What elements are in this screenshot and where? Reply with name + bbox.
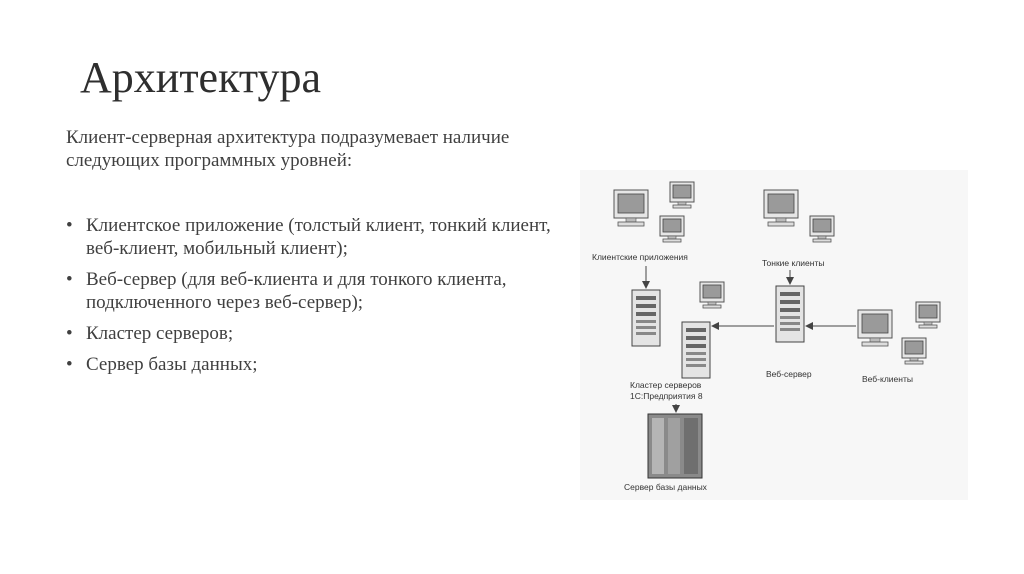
label-db-server: Сервер базы данных <box>624 482 708 492</box>
label-cluster-line2: 1С:Предприятия 8 <box>630 391 703 401</box>
monitor-icon <box>659 215 685 243</box>
architecture-diagram: Клиентские приложения Тонкие клиенты Веб… <box>580 170 968 500</box>
bullet-web-server: Веб-сервер (для веб-клиента и для тонког… <box>66 268 576 314</box>
server-tower-icon <box>681 321 711 379</box>
label-cluster-line1: Кластер серверов <box>630 380 702 390</box>
server-tower-icon <box>775 285 805 343</box>
monitor-icon <box>763 189 799 227</box>
architecture-diagram-svg: Клиентские приложения Тонкие клиенты Веб… <box>592 181 941 492</box>
web-client-monitors <box>857 301 941 365</box>
client-app-monitors <box>613 181 695 243</box>
label-thin-clients: Тонкие клиенты <box>762 258 824 268</box>
bullet-list: Клиентское приложение (толстый клиент, т… <box>66 214 576 384</box>
server-tower-icon <box>631 289 661 347</box>
bullet-server-cluster: Кластер серверов; <box>66 322 576 345</box>
bullet-client-app: Клиентское приложение (толстый клиент, т… <box>66 214 576 260</box>
monitor-icon <box>809 215 835 243</box>
monitor-icon <box>613 189 649 227</box>
intro-text: Клиент-серверная архитектура подразумева… <box>66 127 510 171</box>
label-web-clients: Веб-клиенты <box>862 374 913 384</box>
label-client-apps: Клиентские приложения <box>592 252 688 262</box>
slide-title: Архитектура <box>80 53 322 102</box>
server-cluster <box>631 281 725 379</box>
thin-client-monitors <box>763 189 835 243</box>
connection-arrows <box>642 266 856 413</box>
database-server-icon <box>647 413 703 479</box>
monitor-icon <box>915 301 941 329</box>
monitor-icon <box>699 281 725 309</box>
monitor-icon <box>669 181 695 209</box>
label-web-server: Веб-сервер <box>766 369 812 379</box>
bullet-db-server: Сервер базы данных; <box>66 353 576 376</box>
monitor-icon <box>857 309 893 347</box>
monitor-icon <box>901 337 927 365</box>
